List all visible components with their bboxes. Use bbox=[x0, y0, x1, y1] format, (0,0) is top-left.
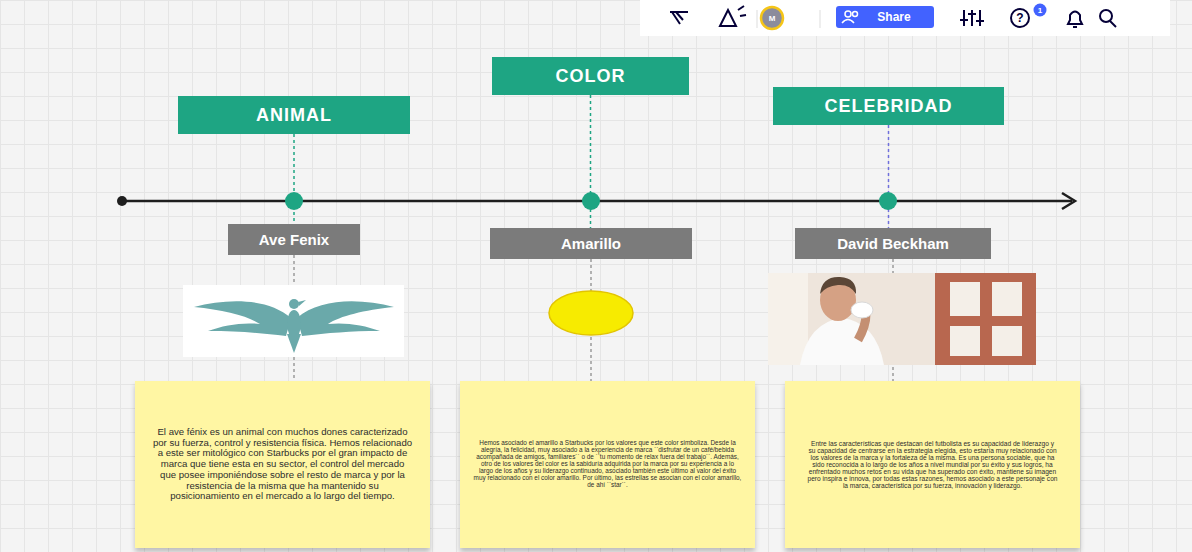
category-header: COLOR bbox=[492, 57, 689, 95]
label-text: CELEBRIDAD bbox=[824, 96, 952, 117]
dashed-connector bbox=[293, 134, 295, 224]
badge bbox=[1034, 4, 1047, 17]
share-text: Share bbox=[858, 6, 930, 28]
value-label: Amarillo bbox=[490, 228, 692, 259]
dashed-connector bbox=[888, 125, 890, 228]
note-text: El ave fénix es un animal con muchos don… bbox=[152, 427, 414, 502]
help-icon: ? bbox=[1012, 9, 1028, 27]
category-header: ANIMAL bbox=[178, 96, 410, 134]
note-text: Entre las características que destacan d… bbox=[808, 440, 1058, 490]
sticky-note: Hemos asociado el amarillo a Starbucks p… bbox=[460, 381, 755, 548]
value-label: David Beckham bbox=[795, 228, 991, 259]
badge-count: 1 bbox=[1034, 4, 1046, 16]
share-button bbox=[836, 6, 934, 28]
timeline-dot bbox=[582, 192, 600, 210]
phoenix-symbol bbox=[194, 299, 394, 353]
celebrity-photo bbox=[768, 273, 1036, 365]
color-swatch-circle bbox=[549, 291, 633, 335]
label-text: ANIMAL bbox=[256, 105, 332, 126]
label-text: COLOR bbox=[556, 66, 626, 87]
phoenix-image bbox=[183, 285, 404, 357]
toolbar-icons bbox=[670, 6, 1116, 27]
label-text: Amarillo bbox=[561, 235, 621, 252]
avatar-initial: M bbox=[765, 12, 779, 24]
category-header: CELEBRIDAD bbox=[773, 87, 1004, 125]
timeline-dot bbox=[285, 192, 303, 210]
sticky-note: Entre las características que destacan d… bbox=[785, 381, 1080, 548]
timeline-dot bbox=[879, 192, 897, 210]
toolbar-panel bbox=[640, 0, 1170, 36]
label-text: David Beckham bbox=[837, 235, 949, 252]
label-text: Ave Fenix bbox=[259, 231, 329, 248]
value-label: Ave Fenix bbox=[228, 224, 360, 255]
sticky-note: El ave fénix es un animal con muchos don… bbox=[135, 381, 430, 548]
avatar bbox=[761, 7, 783, 29]
note-text: Hemos asociado el amarillo a Starbucks p… bbox=[474, 440, 742, 488]
